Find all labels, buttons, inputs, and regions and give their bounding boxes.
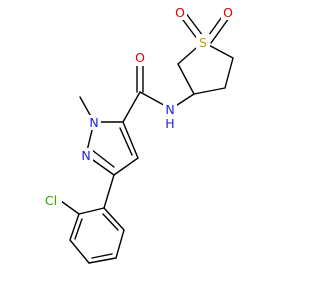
atom-pyrazole-n1: N xyxy=(89,115,98,130)
bond-c3-c4 xyxy=(193,87,226,95)
bond-c2-c3 xyxy=(224,57,234,89)
atom-sulfur: S xyxy=(199,35,207,50)
bond-ph1-ph2 xyxy=(78,207,105,215)
atom-pyrazole-n2: N xyxy=(81,148,90,163)
atom-label-layer: S O O O N H N N Cl xyxy=(40,4,235,209)
bond-ph6-ph1 xyxy=(103,207,125,231)
bond-ph-cl xyxy=(60,200,80,215)
atom-carbonyl-oxygen: O xyxy=(135,50,145,65)
bond-c3-phenyl xyxy=(103,174,115,209)
bond-ph2-ph3 xyxy=(69,213,80,241)
atom-sulfone-oxygen-1: O xyxy=(175,5,185,20)
bond-ph-double-3 xyxy=(102,213,119,231)
bond-ccarbonyl-c5 xyxy=(122,91,141,123)
atom-sulfone-oxygen-2: O xyxy=(223,5,233,20)
bond-s-o1-b xyxy=(184,11,204,37)
atom-amide-hydrogen: H xyxy=(165,116,174,131)
bond-s-o2-b xyxy=(210,17,230,44)
bond-ph-double-1 xyxy=(74,218,83,240)
bond-c4-c5 xyxy=(177,63,195,95)
bond-n2-c3-double xyxy=(91,149,115,168)
molecule-structure: S O O O N H N N Cl xyxy=(40,4,235,264)
bond-c4p-c5 xyxy=(122,121,139,159)
bond-ph4-ph5 xyxy=(88,257,117,264)
bond-ph5-ph6 xyxy=(115,229,125,259)
bond-c4p-c5-double xyxy=(119,127,133,156)
atom-chlorine: Cl xyxy=(45,193,57,208)
bond-ph-double-2 xyxy=(91,253,113,259)
bond-c3-c4p xyxy=(113,157,139,176)
bond-layer xyxy=(60,11,234,264)
atom-amide-nitrogen: N xyxy=(165,102,174,117)
bond-ph3-ph4 xyxy=(69,239,90,264)
